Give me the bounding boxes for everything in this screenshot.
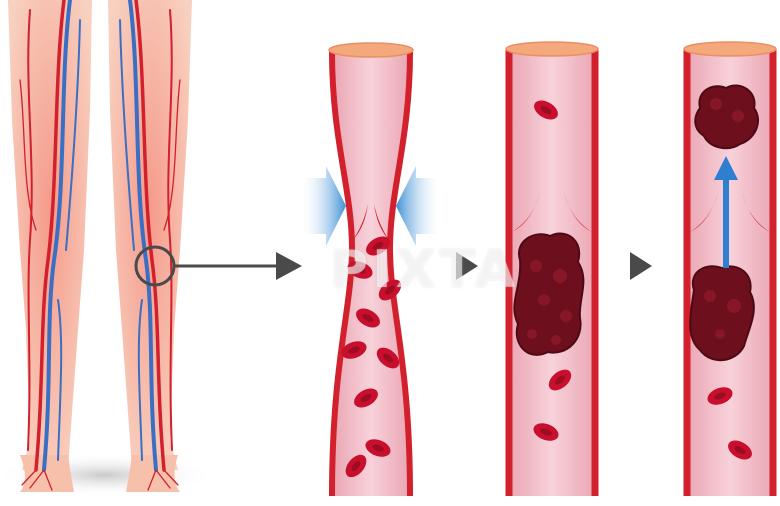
- vein-cap: [329, 43, 413, 57]
- compression-arrow-right-icon: [396, 166, 438, 246]
- legs-illustration: [0, 0, 215, 497]
- compression-arrow-left-icon: [304, 166, 346, 246]
- vein-cap: [506, 42, 598, 56]
- blood-clot: [514, 234, 583, 355]
- vein-cap: [684, 42, 776, 56]
- triangle-arrow-icon: [456, 252, 478, 280]
- arrow-right-icon: [174, 252, 302, 280]
- vein-clot-embolus: [684, 42, 776, 496]
- blood-clot: [690, 266, 754, 360]
- triangle-arrow-icon: [630, 252, 652, 280]
- detached-clot: [695, 85, 758, 148]
